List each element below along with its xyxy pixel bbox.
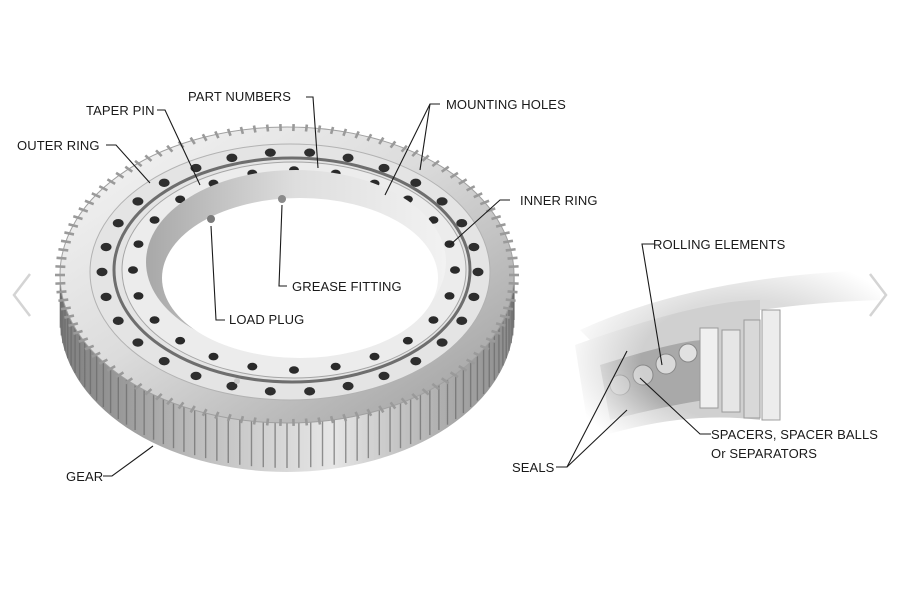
mounting-hole bbox=[226, 154, 237, 162]
gear-tooth bbox=[306, 418, 307, 425]
gear-tooth bbox=[57, 258, 67, 259]
gear-tooth bbox=[508, 258, 518, 259]
mounting-hole bbox=[113, 219, 124, 227]
gear-tooth bbox=[267, 125, 268, 132]
mounting-hole bbox=[128, 266, 138, 274]
gear-tooth bbox=[61, 308, 71, 310]
gear-tooth bbox=[61, 241, 71, 243]
mounting-hole bbox=[450, 266, 460, 274]
slewing-ring-bearing bbox=[55, 124, 519, 472]
bore-opening bbox=[162, 198, 438, 358]
mounting-hole bbox=[428, 316, 438, 324]
gear-tooth bbox=[319, 126, 320, 133]
label-seals: SEALS bbox=[512, 460, 555, 475]
label-spacers-line2: Or SEPARATORS bbox=[711, 446, 817, 461]
label-gear: GEAR bbox=[66, 469, 103, 484]
mounting-hole bbox=[133, 292, 143, 300]
mounting-hole bbox=[132, 338, 143, 346]
mounting-hole bbox=[403, 337, 413, 345]
mounting-hole bbox=[410, 357, 421, 365]
mounting-hole bbox=[132, 197, 143, 205]
gear-tooth bbox=[267, 418, 268, 425]
chevron-left-icon[interactable] bbox=[8, 270, 38, 320]
mounting-hole bbox=[265, 387, 276, 395]
mounting-hole bbox=[150, 216, 160, 224]
label-outer-ring: OUTER RING bbox=[17, 138, 100, 153]
gear-tooth bbox=[508, 291, 518, 292]
gear-tooth bbox=[506, 249, 516, 250]
mounting-hole bbox=[331, 363, 341, 371]
gear-tooth bbox=[254, 418, 255, 425]
gear-tooth bbox=[503, 241, 513, 243]
mounting-hole bbox=[191, 372, 202, 380]
mounting-hole bbox=[113, 317, 124, 325]
mounting-hole bbox=[209, 353, 219, 361]
mounting-hole bbox=[343, 154, 354, 162]
load-plug-hole bbox=[234, 378, 240, 384]
mounting-hole bbox=[175, 337, 185, 345]
gear-tooth bbox=[254, 126, 255, 133]
mounting-hole bbox=[101, 243, 112, 251]
mounting-hole bbox=[133, 240, 143, 248]
mounting-hole bbox=[468, 293, 479, 301]
mounting-hole bbox=[289, 366, 299, 374]
label-spacers-line1: SPACERS, SPACER BALLS bbox=[711, 427, 878, 442]
grease-fitting-point bbox=[278, 195, 286, 203]
label-rolling-elements: ROLLING ELEMENTS bbox=[653, 237, 786, 252]
mounting-hole bbox=[473, 268, 484, 276]
mounting-hole bbox=[456, 219, 467, 227]
mounting-hole bbox=[445, 292, 455, 300]
gear-tooth bbox=[503, 308, 513, 310]
mounting-hole bbox=[150, 316, 160, 324]
mounting-hole bbox=[379, 372, 390, 380]
mounting-hole bbox=[445, 240, 455, 248]
gear-tooth bbox=[58, 300, 68, 301]
mounting-hole bbox=[468, 243, 479, 251]
label-grease-fitting: GREASE FITTING bbox=[292, 279, 402, 294]
label-inner-ring: INNER RING bbox=[520, 193, 598, 208]
mounting-hole bbox=[304, 387, 315, 395]
load-plug-point bbox=[207, 215, 215, 223]
gear-tooth bbox=[306, 125, 307, 132]
chevron-right-icon[interactable] bbox=[862, 270, 892, 320]
mounting-hole bbox=[304, 148, 315, 156]
mounting-hole bbox=[379, 164, 390, 172]
gear-tooth bbox=[57, 291, 67, 292]
label-load-plug: LOAD PLUG bbox=[229, 312, 304, 327]
mounting-hole bbox=[370, 353, 380, 361]
mounting-hole bbox=[265, 148, 276, 156]
mounting-hole bbox=[101, 293, 112, 301]
gear-tooth bbox=[58, 249, 68, 250]
mounting-hole bbox=[437, 338, 448, 346]
label-taper-pin: TAPER PIN bbox=[86, 103, 155, 118]
mounting-hole bbox=[247, 363, 257, 371]
gear-tooth bbox=[506, 300, 516, 301]
label-mounting-holes: MOUNTING HOLES bbox=[446, 97, 566, 112]
mounting-hole bbox=[159, 179, 170, 187]
mounting-hole bbox=[97, 268, 108, 276]
mounting-hole bbox=[456, 317, 467, 325]
mounting-hole bbox=[159, 357, 170, 365]
mounting-hole bbox=[343, 382, 354, 390]
gear-tooth bbox=[319, 418, 320, 425]
label-part-numbers: PART NUMBERS bbox=[188, 89, 291, 104]
